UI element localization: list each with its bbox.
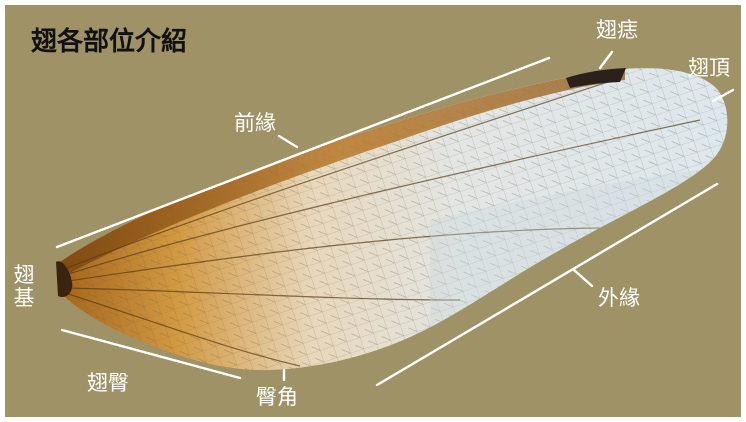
wing xyxy=(40,50,740,390)
label-apex: 翅頂 xyxy=(688,58,730,79)
label-wing-base-char2: 基 xyxy=(11,287,37,310)
label-outer-margin: 外緣 xyxy=(598,288,640,309)
label-costal-margin: 前緣 xyxy=(234,113,276,134)
label-anal-angle: 臀角 xyxy=(256,387,298,408)
label-pterostigma: 翅痣 xyxy=(596,20,638,41)
pterostigma-leader xyxy=(600,52,612,68)
label-anal-margin: 翅臀 xyxy=(87,373,129,394)
label-wing-base: 翅 基 xyxy=(11,264,37,310)
diagram-title: 翅各部位介紹 xyxy=(31,29,187,55)
costal-margin-leader xyxy=(279,136,297,147)
label-wing-base-char1: 翅 xyxy=(11,264,37,287)
outer-margin-leader xyxy=(574,270,592,286)
